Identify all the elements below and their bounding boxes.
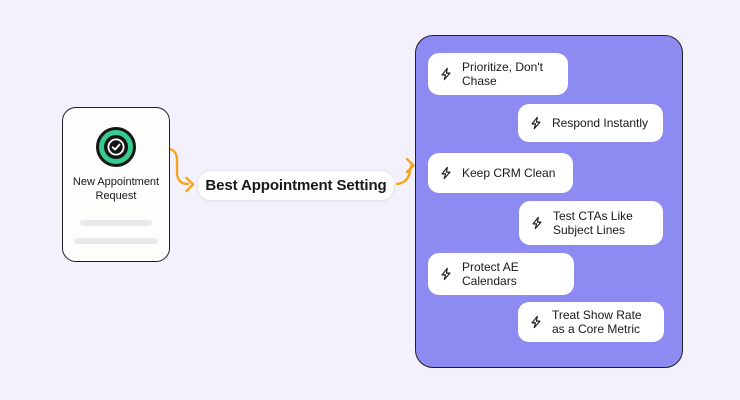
tip-label: Protect AE Calendars bbox=[462, 259, 519, 289]
check-circle-icon bbox=[96, 127, 136, 167]
center-node: Best Appointment Setting bbox=[197, 170, 395, 201]
lightning-icon bbox=[529, 314, 543, 330]
new-appointment-card: New Appointment Request bbox=[62, 107, 170, 262]
tip-label: Respond Instantly bbox=[552, 115, 649, 130]
tip-card: Respond Instantly bbox=[518, 104, 663, 142]
source-card-label: New Appointment Request bbox=[72, 176, 160, 202]
lightning-icon bbox=[439, 66, 453, 82]
tip-label: Prioritize, Don't Chase bbox=[462, 59, 543, 89]
lightning-icon bbox=[439, 165, 453, 181]
arrowhead-icon bbox=[405, 157, 415, 174]
placeholder-line bbox=[80, 220, 152, 226]
tips-panel: Prioritize, Don't Chase Respond Instantl… bbox=[415, 35, 683, 368]
tip-card: Prioritize, Don't Chase bbox=[428, 53, 568, 95]
tip-card: Treat Show Rate as a Core Metric bbox=[518, 302, 664, 342]
connector-node-to-panel bbox=[395, 157, 415, 186]
tip-card: Test CTAs Like Subject Lines bbox=[519, 201, 663, 245]
tip-card: Protect AE Calendars bbox=[428, 253, 574, 295]
center-node-label: Best Appointment Setting bbox=[205, 177, 387, 194]
tip-label: Test CTAs Like Subject Lines bbox=[553, 208, 633, 238]
placeholder-line bbox=[74, 238, 158, 244]
lightning-icon bbox=[439, 266, 453, 282]
lightning-icon bbox=[529, 115, 543, 131]
arrowhead-icon bbox=[185, 176, 195, 193]
tip-label: Treat Show Rate as a Core Metric bbox=[552, 307, 642, 337]
lightning-icon bbox=[530, 215, 544, 231]
tip-label: Keep CRM Clean bbox=[462, 165, 556, 180]
tip-card: Keep CRM Clean bbox=[428, 153, 573, 193]
